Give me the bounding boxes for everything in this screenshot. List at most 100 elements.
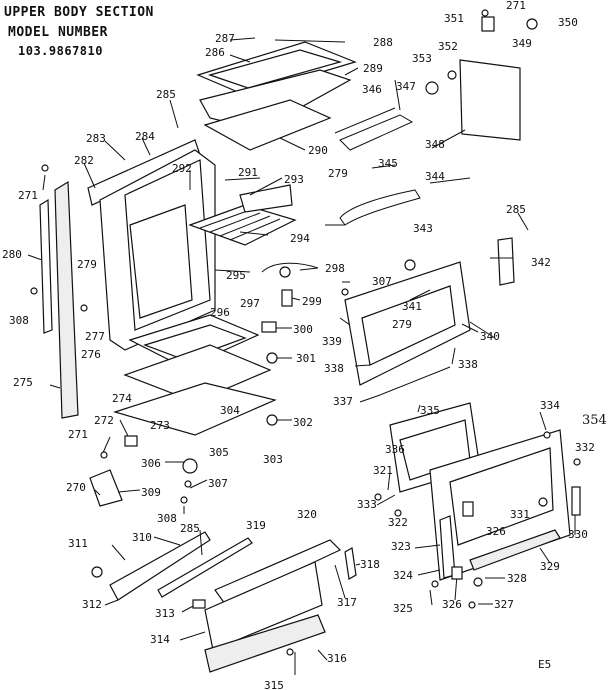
element-346 [339, 114, 414, 151]
label-340: 340 [480, 330, 500, 343]
label-338-left: 338 [324, 362, 344, 375]
label-326-top: 326 [486, 525, 506, 538]
tray-274 [123, 344, 272, 403]
glass-314 [204, 561, 323, 651]
label-270: 270 [66, 481, 86, 494]
rod-337 [379, 366, 451, 396]
label-296: 296 [210, 306, 230, 319]
label-353: 353 [412, 52, 432, 65]
part-301 [266, 352, 278, 364]
screw-277 [80, 304, 88, 312]
label-343: 343 [413, 222, 433, 235]
label-348: 348 [425, 138, 445, 151]
element-344 [339, 189, 421, 226]
label-310: 310 [132, 531, 152, 544]
screw-325 [431, 580, 439, 588]
screw-322 [394, 509, 402, 517]
shield-342 [497, 237, 515, 286]
part-313 [192, 599, 206, 609]
screw-315 [286, 648, 294, 656]
part-331 [538, 497, 548, 507]
label-331: 331 [510, 508, 530, 521]
label-317: 317 [337, 596, 357, 609]
label-322: 322 [388, 516, 408, 529]
label-279-left: 279 [77, 258, 97, 271]
label-292: 292 [172, 162, 192, 175]
label-293: 293 [284, 173, 304, 186]
label-320: 320 [297, 508, 317, 521]
part-302 [266, 414, 278, 426]
part-328 [473, 577, 483, 587]
label-285: 285 [156, 88, 176, 101]
screw-271-left [41, 164, 49, 172]
panel-320 [214, 539, 342, 605]
label-318: 318 [360, 558, 380, 571]
label-313: 313 [155, 607, 175, 620]
door-glass [449, 447, 554, 546]
label-285-right: 285 [506, 203, 526, 216]
rack-294 [188, 204, 297, 246]
label-350: 350 [558, 16, 578, 29]
label-307-bottom: 307 [208, 477, 228, 490]
label-303: 303 [263, 453, 283, 466]
label-298: 298 [325, 262, 345, 275]
label-325: 325 [393, 602, 413, 615]
label-272: 272 [94, 414, 114, 427]
label-284: 284 [135, 130, 155, 143]
label-300: 300 [293, 323, 313, 336]
label-329: 329 [540, 560, 560, 573]
label-354: 354 [582, 413, 607, 428]
hinge-326 [451, 566, 463, 580]
label-335: 335 [420, 404, 440, 417]
label-319: 319 [246, 519, 266, 532]
label-339: 339 [322, 335, 342, 348]
label-328: 328 [507, 572, 527, 585]
label-305: 305 [209, 446, 229, 459]
label-326-bottom: 326 [442, 598, 462, 611]
label-315: 315 [264, 679, 284, 690]
bracket-272 [124, 435, 138, 447]
strip-280 [39, 198, 53, 334]
label-341: 341 [402, 300, 422, 313]
screw-308-bottom [180, 496, 188, 504]
strip-329 [469, 529, 561, 571]
bottom-273 [112, 382, 277, 436]
screw-271-bottom [100, 451, 108, 459]
label-285-bottom: 285 [180, 522, 200, 535]
label-302: 302 [293, 416, 313, 429]
bracket-293 [239, 184, 293, 213]
label-321: 321 [373, 464, 393, 477]
label-282: 282 [74, 154, 94, 167]
label-297: 297 [240, 297, 260, 310]
part-298-clip [279, 266, 291, 278]
handle-318 [344, 547, 357, 580]
part-drawings [39, 41, 581, 673]
part-311 [91, 566, 103, 578]
screw-334 [543, 431, 551, 439]
label-304: 304 [220, 404, 240, 417]
label-349: 349 [512, 37, 532, 50]
label-287: 287 [215, 32, 235, 45]
label-336: 336 [385, 443, 405, 456]
label-275: 275 [13, 376, 33, 389]
label-314: 314 [150, 633, 170, 646]
label-333: 333 [357, 498, 377, 511]
label-299: 299 [302, 295, 322, 308]
label-324: 324 [393, 569, 413, 582]
screw-333 [374, 493, 382, 501]
screw-308 [30, 287, 38, 295]
door-window-338 [361, 285, 456, 366]
vent-290 [203, 99, 332, 151]
label-280: 280 [2, 248, 22, 261]
label-342: 342 [531, 256, 551, 269]
hardware [30, 9, 581, 656]
label-337: 337 [333, 395, 353, 408]
control-strip-316 [204, 614, 326, 673]
label-277: 277 [85, 330, 105, 343]
label-308-bottom: 308 [157, 512, 177, 525]
label-345: 345 [378, 157, 398, 170]
model-number-label: MODEL NUMBER [8, 25, 108, 40]
part-352 [447, 70, 457, 80]
